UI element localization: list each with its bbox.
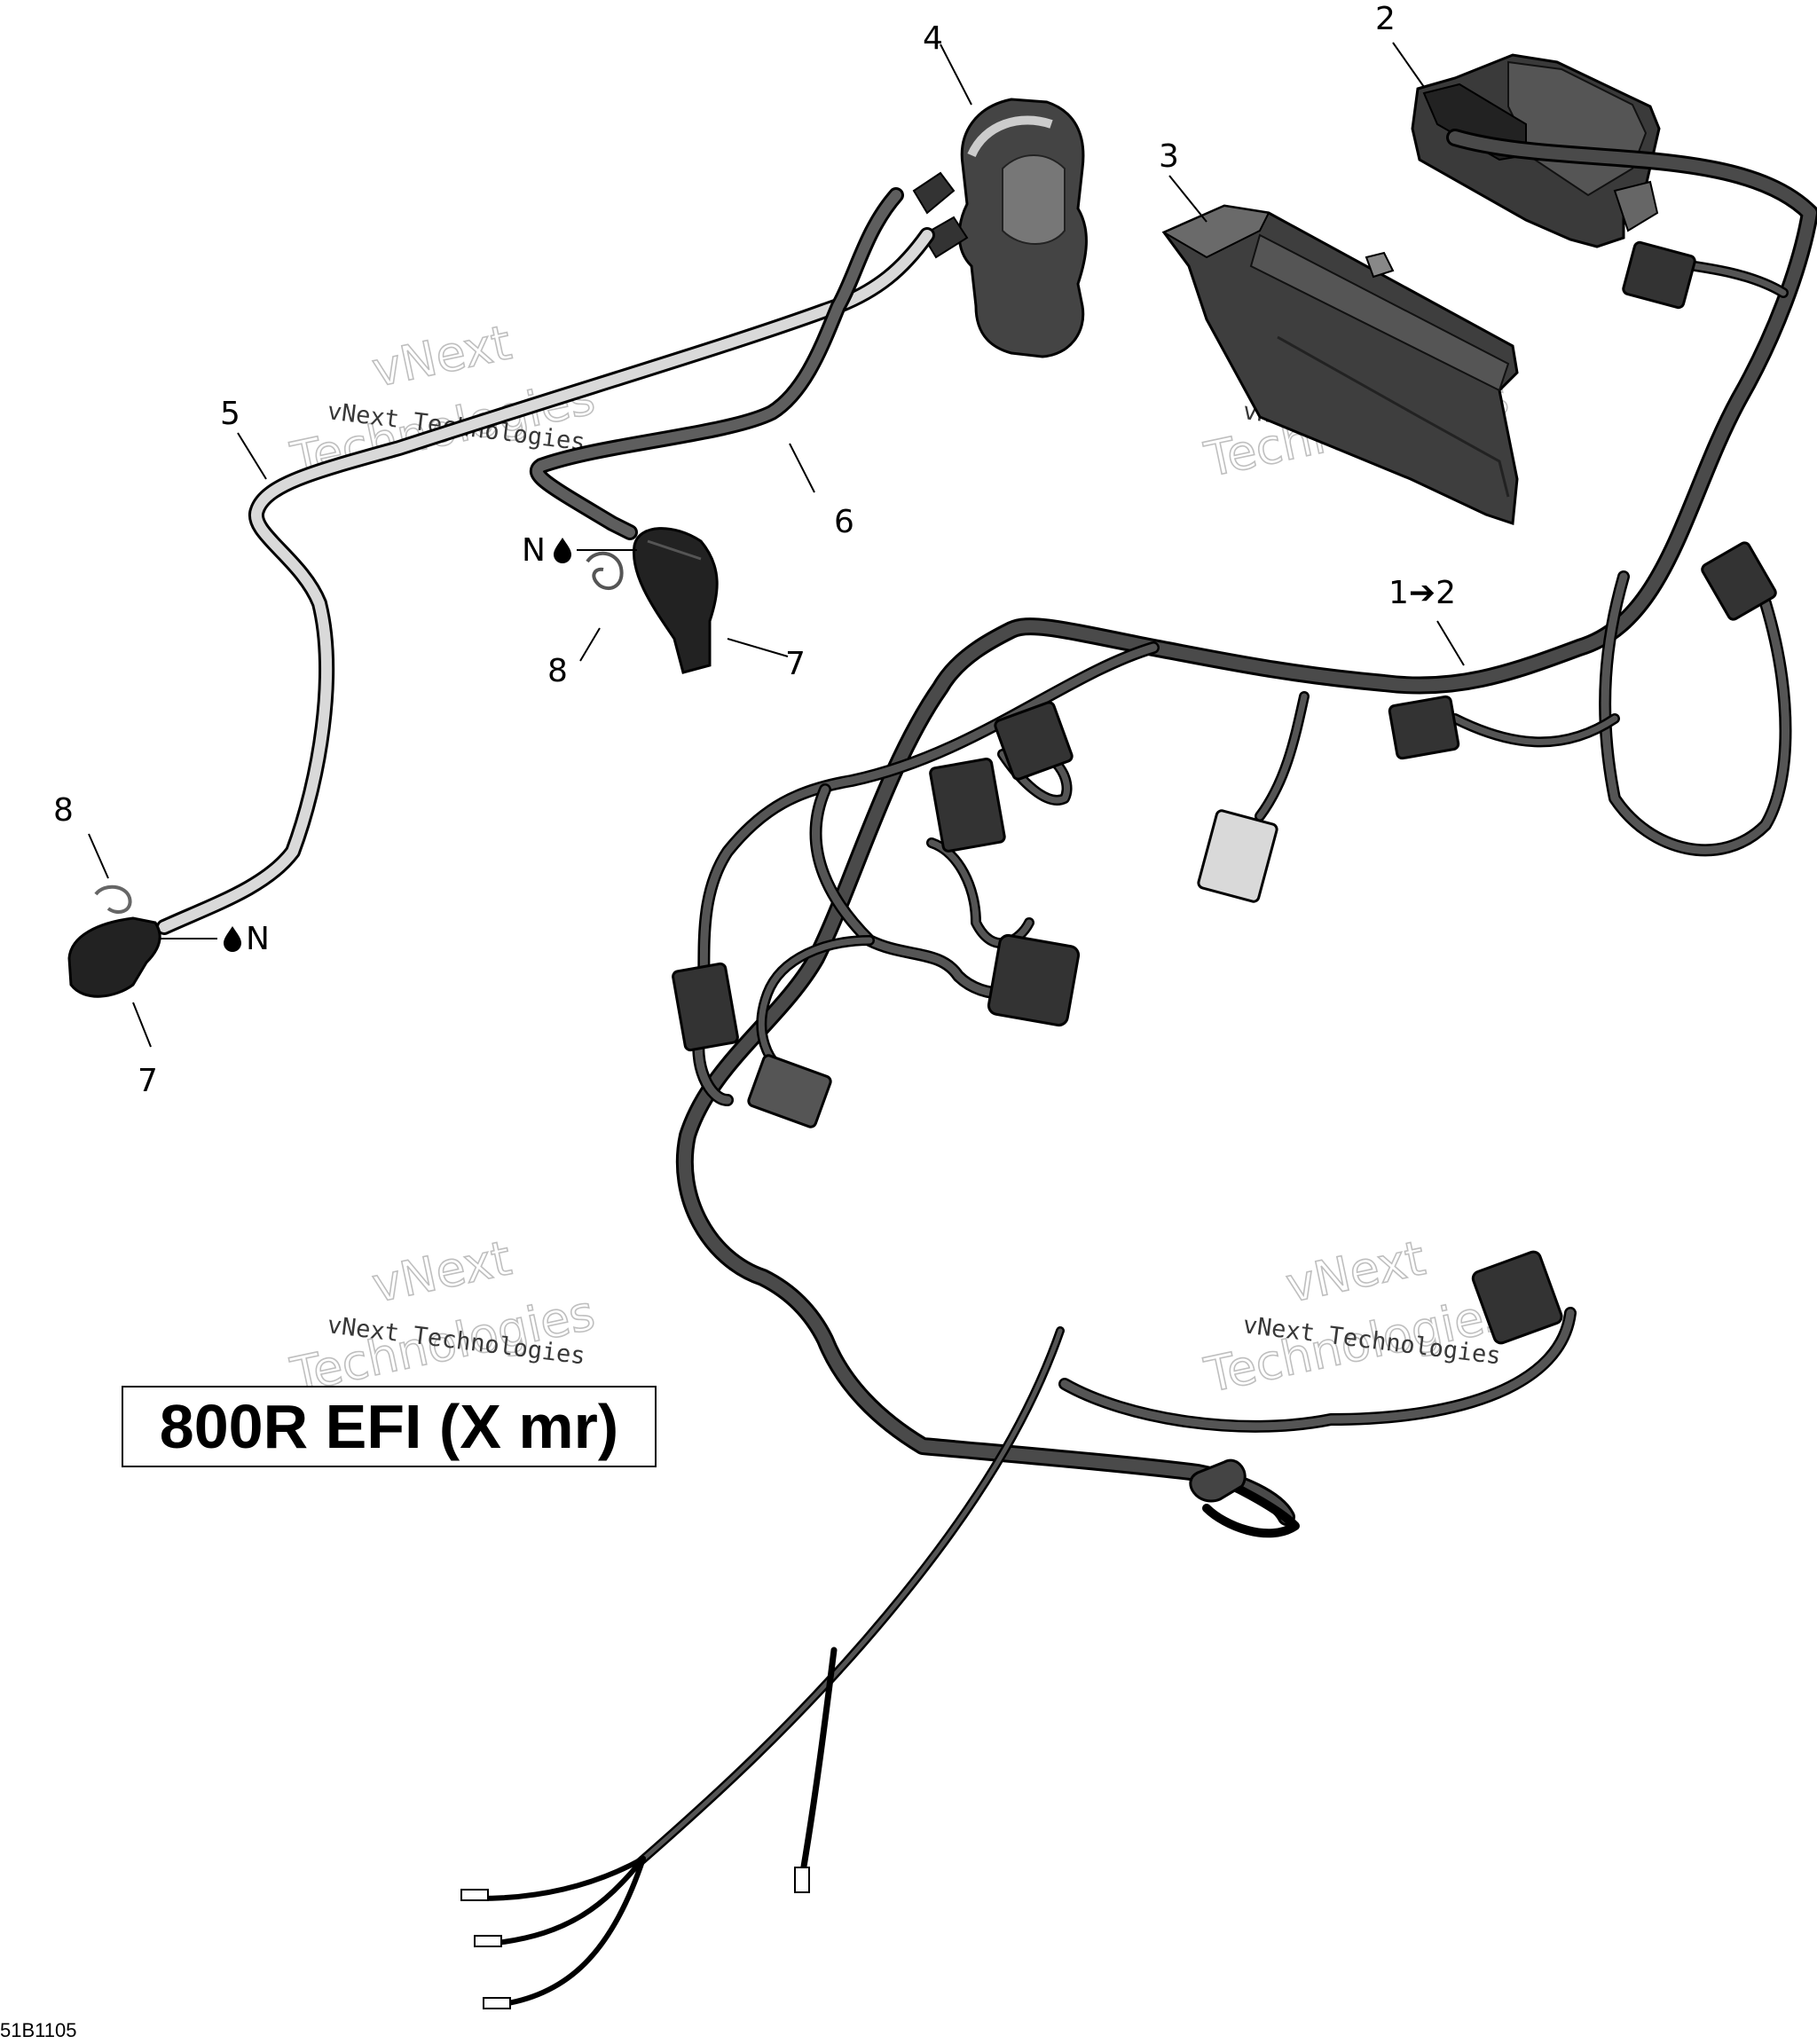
callout-6: 6 — [834, 504, 854, 540]
lubricant-n-label: N — [522, 532, 546, 569]
spark-plug-wire-5 — [156, 227, 935, 935]
lubricant-symbol-upper: N — [522, 532, 571, 569]
watermark-vnext: vNext — [1281, 1230, 1429, 1313]
spark-plug-boot-upper — [632, 527, 719, 674]
callout-5: 5 — [220, 396, 240, 432]
callout-8-lower: 8 — [53, 792, 74, 829]
figure-code: 51B1105 — [0, 2019, 77, 2041]
callout-4: 4 — [923, 20, 943, 57]
model-label-box: 800R EFI (X mr) — [122, 1386, 657, 1467]
callout-3: 3 — [1159, 138, 1179, 175]
oil-drop-icon — [554, 538, 571, 563]
model-label: 800R EFI (X mr) — [159, 1392, 619, 1461]
hose-clamp-upper — [586, 551, 624, 591]
watermark-vnext: vNext — [367, 314, 515, 397]
callout-1-to-2: 1➔2 — [1388, 575, 1456, 611]
callout-7-upper: 7 — [785, 646, 806, 682]
oil-drop-icon — [224, 926, 241, 952]
hose-clamp-lower — [94, 884, 132, 914]
lubricant-n-label: N — [246, 921, 270, 957]
spark-plug-boot-lower — [67, 916, 161, 998]
leader-lines — [88, 42, 1465, 1048]
lubricant-symbol-lower: N — [224, 921, 270, 957]
harness-connectors — [672, 240, 1777, 1503]
callout-8-upper: 8 — [547, 653, 568, 689]
watermark-vnext: vNext — [367, 1230, 515, 1313]
wire-pigtails — [460, 1856, 810, 2009]
ignition-coil — [912, 98, 1088, 358]
electronic-module — [1161, 204, 1519, 526]
callout-7-lower: 7 — [138, 1063, 158, 1099]
callout-2: 2 — [1375, 1, 1396, 37]
spark-plug-wire-6 — [529, 187, 904, 540]
main-wiring-harness — [634, 129, 1817, 1875]
watermark-group: vNext Technologies vNext Technologies vN… — [285, 313, 1514, 1403]
callout-labels: 4 2 3 5 6 7 8 7 8 1➔2 — [53, 1, 1456, 1099]
